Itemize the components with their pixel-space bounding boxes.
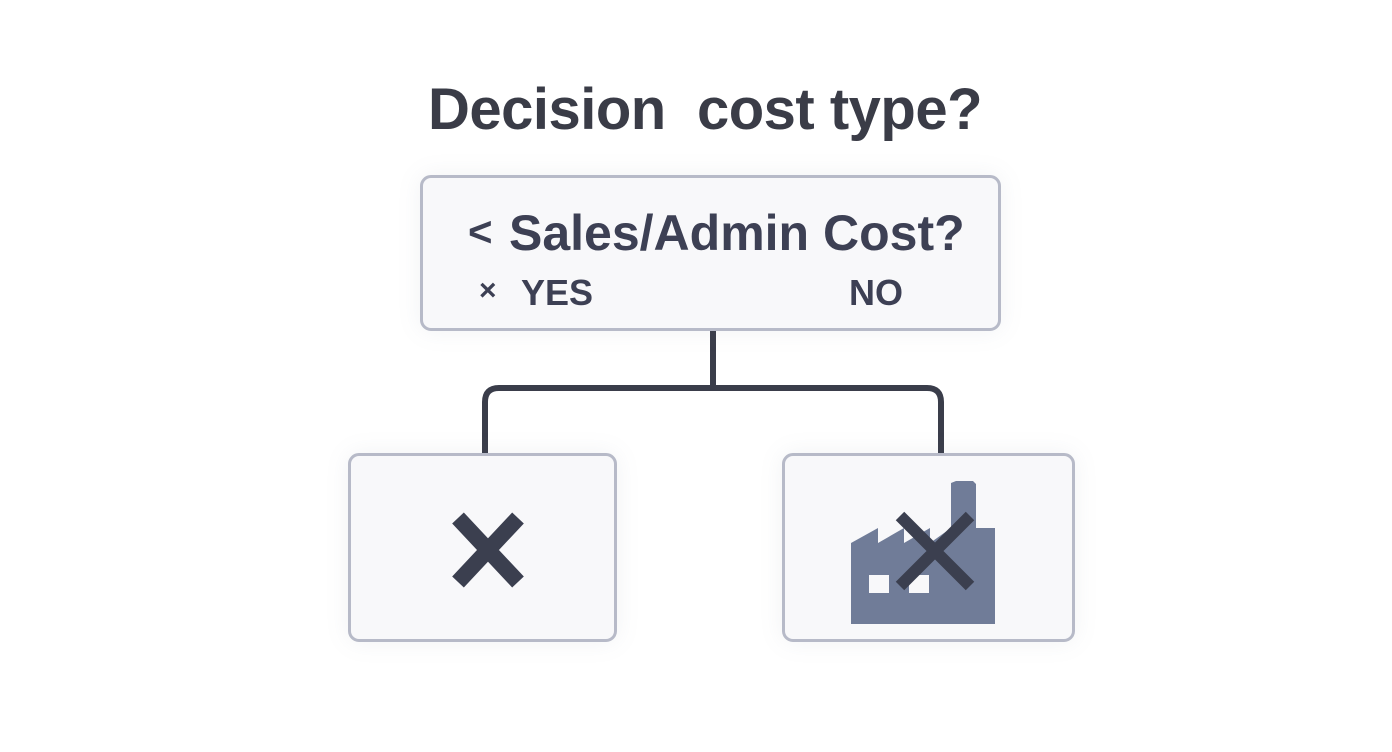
factory-crossed-icon xyxy=(851,481,995,624)
yes-label: YES xyxy=(521,272,594,313)
yes-mark-icon: × xyxy=(479,274,497,307)
close-icon xyxy=(452,512,524,588)
diagram-title: Decision cost type? xyxy=(427,77,983,142)
question-text: Sales/Admin Cost? xyxy=(509,205,965,261)
no-outcome-box xyxy=(782,453,1075,642)
decision-box: < Sales/Admin Cost? × YES NO xyxy=(420,175,1001,331)
yes-outcome-box xyxy=(348,453,617,642)
no-label: NO xyxy=(849,272,903,313)
question-prefix: < xyxy=(468,208,493,255)
